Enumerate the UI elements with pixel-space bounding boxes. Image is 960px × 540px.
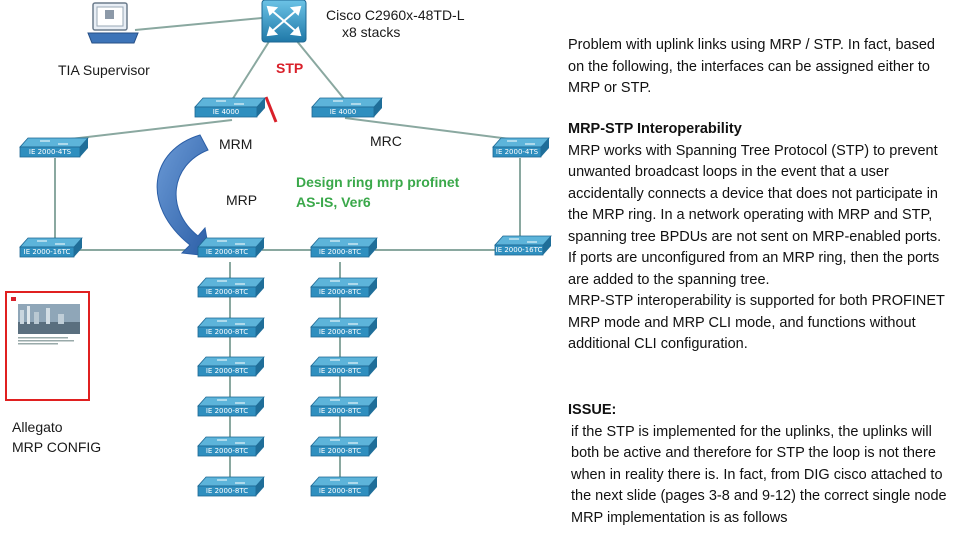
document-thumbnail[interactable]: [5, 291, 90, 401]
design-note-line2: AS-IS, Ver6: [296, 194, 371, 210]
supervisor-label: TIA Supervisor: [58, 62, 150, 78]
switch-right-top-label: IE 2000-4TS: [495, 148, 539, 156]
link-break-mark: [264, 96, 278, 123]
switch-col-b-4[interactable]: [310, 356, 378, 377]
core-switch-name: Cisco C2960x-48TD-L: [326, 7, 465, 23]
switch-col-a-1[interactable]: [197, 237, 265, 258]
switch-col-a-7[interactable]: [197, 476, 265, 497]
switch-left-top[interactable]: [19, 137, 89, 158]
link-core-ie4000-left: [231, 39, 271, 101]
interop-section: MRP-STP Interoperability MRP works with …: [568, 119, 953, 356]
switch-col-b-2-label: IE 2000-8TC: [318, 288, 362, 296]
mrp-ring-arrow: [156, 134, 211, 257]
switch-col-b-1-label: IE 2000-8TC: [318, 248, 362, 256]
switch-col-b-3-label: IE 2000-8TC: [318, 328, 362, 336]
switch-left-bottom[interactable]: [19, 237, 83, 258]
core-switch-icon[interactable]: [261, 0, 307, 43]
switch-ie4000-left[interactable]: [194, 97, 266, 118]
core-switch-label: Cisco C2960x-48TD-L x8 stacks: [326, 7, 486, 41]
mrp-label: MRP: [226, 192, 258, 208]
interop-body-1: MRP works with Spanning Tree Protocol (S…: [568, 142, 942, 245]
switch-col-a-4-label: IE 2000-8TC: [205, 367, 249, 375]
switch-col-b-4-label: IE 2000-8TC: [318, 367, 362, 375]
link-core-ie4000-right: [295, 39, 346, 101]
switch-col-a-6-label: IE 2000-8TC: [205, 447, 249, 455]
core-switch-stack: x8 stacks: [342, 24, 401, 40]
document-label: Allegato MRP CONFIG: [12, 417, 101, 457]
issue-title: ISSUE:: [568, 402, 617, 418]
switch-col-a-4[interactable]: [197, 356, 265, 377]
switch-col-b-7[interactable]: [310, 476, 378, 497]
document-label-line2: MRP CONFIG: [12, 439, 102, 455]
interop-title: MRP-STP Interoperability: [568, 121, 742, 137]
switch-col-b-3[interactable]: [310, 317, 378, 338]
document-label-line1: Allegato: [12, 419, 63, 435]
link-ie4000-right-top: [344, 117, 519, 141]
switch-col-a-2-label: IE 2000-8TC: [205, 288, 249, 296]
switch-col-a-1-label: IE 2000-8TC: [205, 248, 249, 256]
issue-body: if the STP is implemented for the uplink…: [571, 423, 947, 526]
stp-label: STP: [276, 60, 304, 76]
switch-ie4000-left-label: IE 4000: [212, 108, 240, 116]
switch-col-b-6-label: IE 2000-8TC: [318, 447, 362, 455]
mrc-label: MRC: [370, 133, 402, 149]
switch-col-b-5-label: IE 2000-8TC: [318, 407, 362, 415]
computer-icon[interactable]: [87, 2, 139, 44]
switch-col-a-5-label: IE 2000-8TC: [205, 407, 249, 415]
switch-col-a-3-label: IE 2000-8TC: [205, 328, 249, 336]
switch-col-a-7-label: IE 2000-8TC: [205, 487, 249, 495]
design-note: Design ring mrp profinet AS-IS, Ver6: [296, 172, 459, 212]
interop-body-3: MRP-STP interoperability is supported fo…: [568, 293, 945, 352]
switch-col-b-7-label: IE 2000-8TC: [318, 487, 362, 495]
switch-col-b-2[interactable]: [310, 277, 378, 298]
links: [54, 17, 521, 488]
switch-layer: [19, 97, 552, 497]
intro-paragraph: Problem with uplink links using MRP / ST…: [568, 37, 935, 96]
switch-right-bottom[interactable]: [494, 235, 552, 256]
switch-right-bottom-label: IE 2000-16TC: [495, 246, 543, 254]
switch-col-a-5[interactable]: [197, 396, 265, 417]
switch-col-b-6[interactable]: [310, 436, 378, 457]
switch-ie4000-right-label: IE 4000: [329, 108, 357, 116]
mrm-label: MRM: [219, 136, 253, 152]
switch-ie4000-right[interactable]: [311, 97, 383, 118]
link-supervisor-core: [134, 17, 263, 31]
switch-col-b-5[interactable]: [310, 396, 378, 417]
switch-col-a-2[interactable]: [197, 277, 265, 298]
issue-section: ISSUE: if the STP is implemented for the…: [568, 400, 953, 529]
link-ie4000-left-top: [61, 119, 233, 141]
design-note-line1: Design ring mrp profinet: [296, 174, 460, 190]
switch-col-a-6[interactable]: [197, 436, 265, 457]
switch-col-b-1[interactable]: [310, 237, 378, 258]
interop-body-2: If ports are unconfigured from an MRP ri…: [568, 250, 940, 288]
network-diagram: [5, 0, 552, 497]
switch-left-bottom-label: IE 2000-16TC: [23, 248, 71, 256]
switch-col-a-3[interactable]: [197, 317, 265, 338]
switch-right-top[interactable]: [492, 137, 550, 158]
switch-left-top-label: IE 2000-4TS: [28, 148, 72, 156]
